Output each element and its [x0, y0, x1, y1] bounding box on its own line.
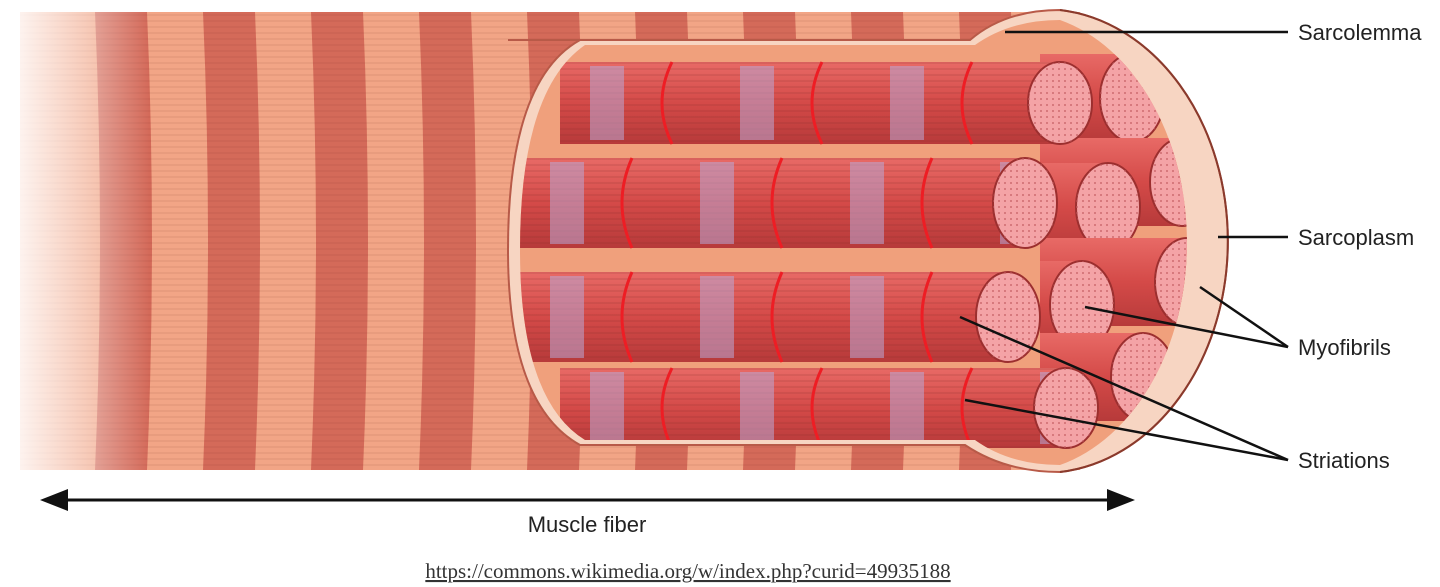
striations-leader-2 — [964, 398, 1289, 462]
striation-z-line — [960, 367, 974, 449]
a-band — [590, 372, 624, 444]
muscle-fiber-length-arrow — [40, 489, 1135, 511]
striations-leader-1 — [959, 315, 1289, 462]
striation-z-line — [660, 367, 674, 449]
source-link[interactable]: https://commons.wikimedia.org/w/index.ph… — [425, 559, 950, 583]
striation-z-line — [810, 61, 824, 145]
striation-z-line — [770, 157, 784, 249]
a-band — [850, 162, 884, 244]
striation-z-line — [620, 271, 634, 363]
a-band — [590, 66, 624, 140]
striation-z-line — [920, 157, 934, 249]
striation-z-line — [770, 271, 784, 363]
muscle-fiber-label: Muscle fiber — [528, 512, 647, 537]
cutaway-window — [506, 8, 1229, 474]
a-band — [550, 162, 584, 244]
a-band — [700, 276, 734, 358]
a-band — [890, 372, 924, 444]
striation-z-line — [660, 61, 674, 145]
a-band — [890, 66, 924, 140]
a-band — [700, 162, 734, 244]
a-band — [740, 66, 774, 140]
myofibrils-leader-2 — [1084, 305, 1289, 349]
myofibrils-leader-1 — [1199, 285, 1289, 349]
a-band — [550, 276, 584, 358]
myofibrils-label: Myofibrils — [1298, 335, 1391, 360]
a-band — [740, 372, 774, 444]
striations-label: Striations — [1298, 448, 1390, 473]
a-band — [850, 276, 884, 358]
sarcolemma-label: Sarcolemma — [1298, 20, 1422, 45]
striation-z-line — [620, 157, 634, 249]
sarcoplasm-label: Sarcoplasm — [1298, 225, 1414, 250]
striation-z-line — [810, 367, 824, 449]
striation-z-line — [920, 271, 934, 363]
leader-lines — [959, 30, 1289, 462]
striation-z-line — [960, 61, 974, 145]
